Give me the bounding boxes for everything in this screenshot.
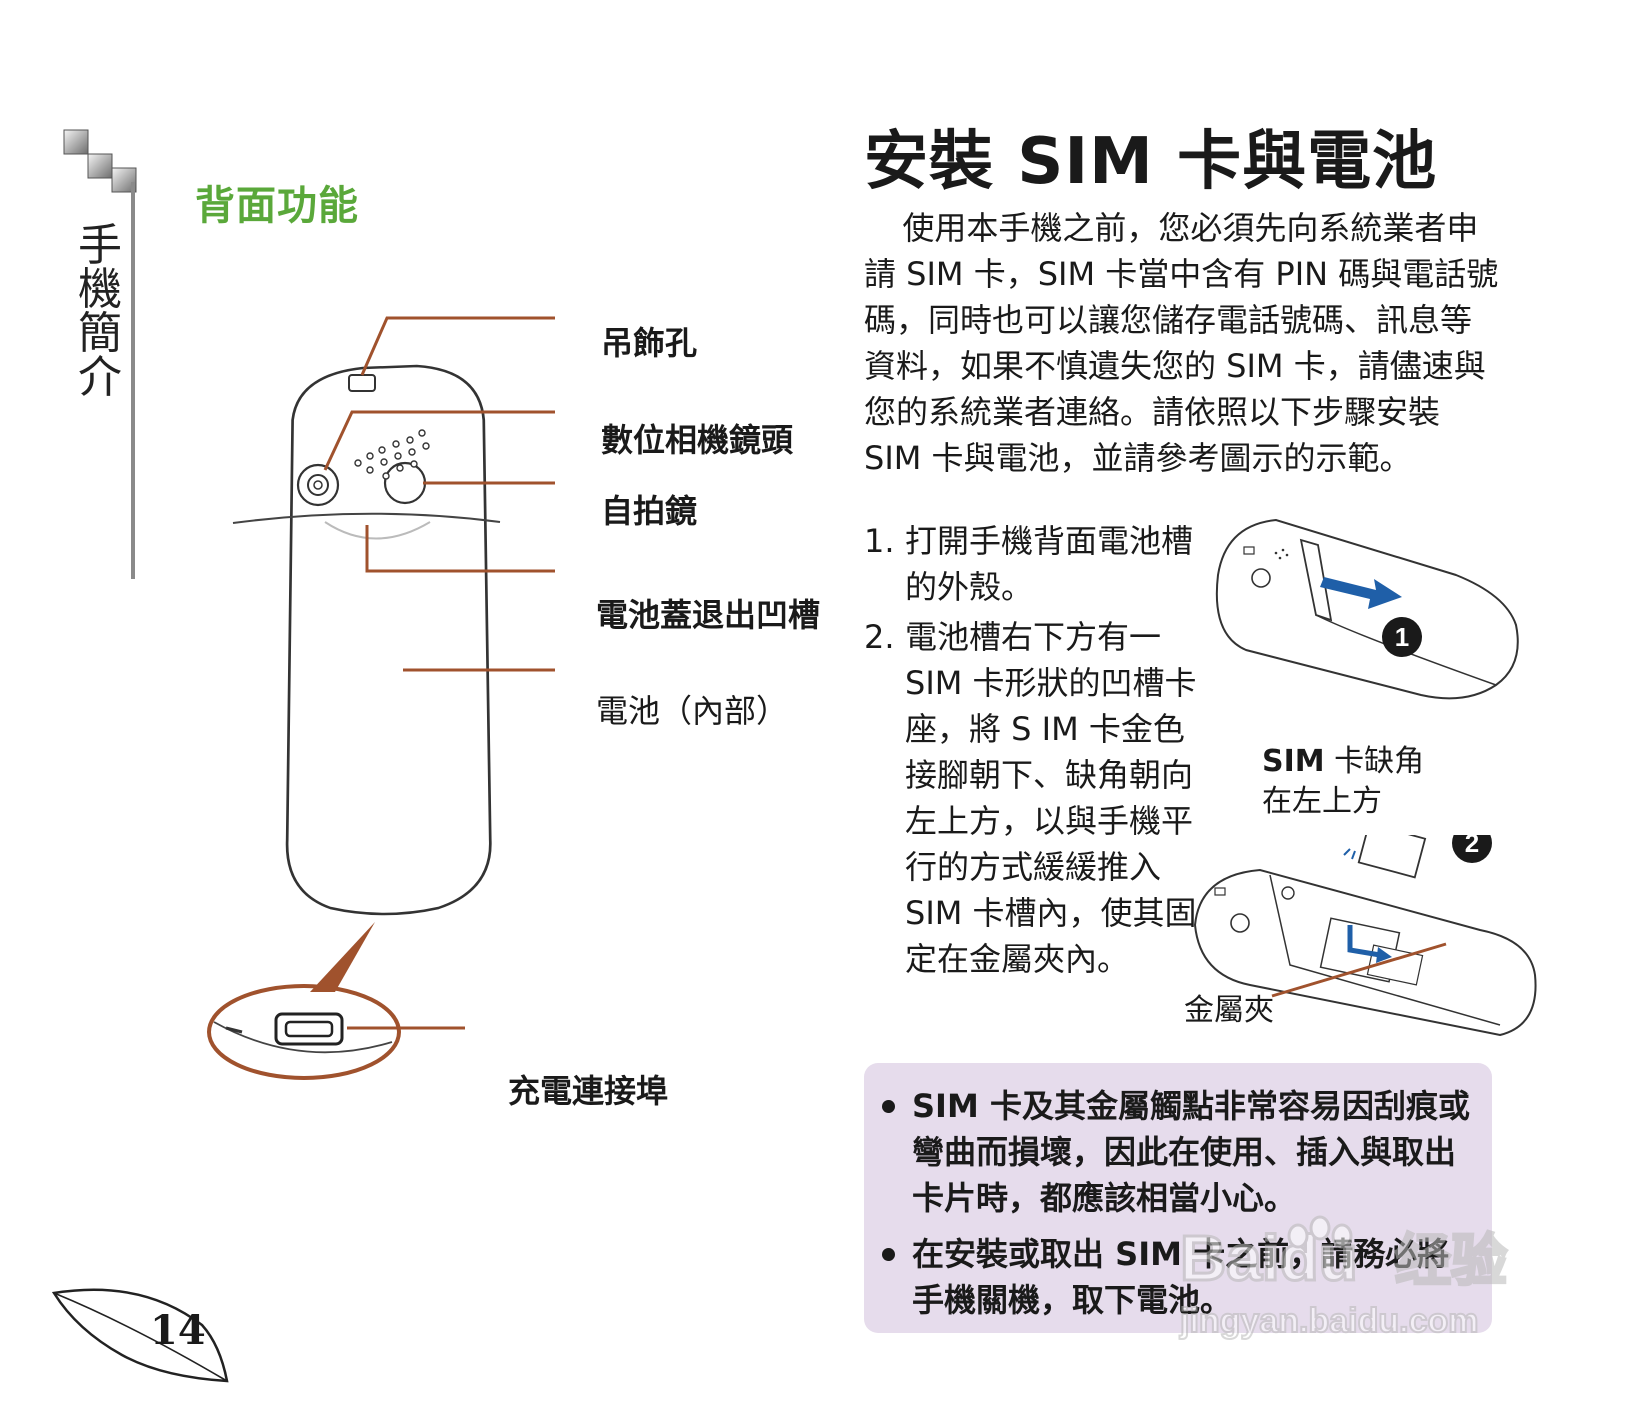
label-camera-lens: 數位相機鏡頭 — [601, 421, 794, 459]
margin-rule — [131, 182, 135, 579]
note-text: SIM 卡及其金屬觸點非常容易因刮痕或彎曲而損壞，因此在使用、插入與取出卡片時，… — [912, 1087, 1470, 1217]
label-selfie-mirror: 自拍鏡 — [601, 492, 698, 530]
sim-note-line2: 在左上方 — [1262, 784, 1382, 819]
sim-note-bold: SIM — [1262, 744, 1325, 779]
label-cover-notch: 電池蓋退出凹槽 — [596, 596, 821, 634]
badge-2: 2 — [1465, 835, 1479, 858]
sim-note-rest: 卡缺角 — [1324, 744, 1425, 779]
baidu-watermark-logo: Baidu 经验 jingyan.baidu.com — [1178, 1215, 1509, 1341]
chapter-squares-icon — [63, 129, 137, 193]
note-text: 在安裝或取出 SIM 卡之前，請務必將手機關機，取下電池。 — [912, 1235, 1450, 1319]
insert-sim-figure: 2 — [1193, 835, 1537, 1037]
caution-note-box: SIM 卡及其金屬觸點非常容易因刮痕或彎曲而損壞，因此在使用、插入與取出卡片時，… — [864, 1063, 1492, 1333]
open-cover-figure: 1 — [1215, 518, 1519, 700]
label-strap-hole: 吊飾孔 — [601, 324, 698, 362]
list-item: SIM 卡及其金屬觸點非常容易因刮痕或彎曲而損壞，因此在使用、插入與取出卡片時，… — [882, 1083, 1472, 1221]
list-item: 在安裝或取出 SIM 卡之前，請務必將手機關機，取下電池。 — [882, 1231, 1472, 1323]
list-item: 2. 電池槽右下方有一 SIM 卡形狀的凹槽卡座，將 S IM 卡金色接腳朝下、… — [864, 614, 1209, 982]
chapter-title-text: 手機簡介 — [78, 220, 122, 403]
bullet-icon — [882, 1248, 895, 1261]
bullet-icon — [882, 1100, 895, 1113]
list-item: 1. 打開手機背面電池槽的外殼。 — [864, 518, 1209, 610]
badge-1: 1 — [1395, 622, 1409, 652]
watermark-url: jingyan.baidu.com — [1179, 1302, 1478, 1340]
clip-leader-line — [1271, 942, 1447, 998]
sim-notch-note: SIM 卡缺角 在左上方 — [1262, 742, 1424, 822]
page-number: 14 — [150, 1307, 206, 1354]
step-text: 打開手機背面電池槽的外殼。 — [905, 522, 1194, 606]
intro-text: 使用本手機之前，您必須先向系統業者申請 SIM 卡，SIM 卡當中含有 PIN … — [864, 209, 1499, 477]
section-title: 背面功能 — [195, 183, 359, 229]
intro-paragraph: 使用本手機之前，您必須先向系統業者申請 SIM 卡，SIM 卡當中含有 PIN … — [864, 205, 1500, 481]
step-text: 電池槽右下方有一 SIM 卡形狀的凹槽卡座，將 S IM 卡金色接腳朝下、缺角朝… — [905, 618, 1197, 978]
chapter-title: 手機簡介 — [76, 224, 124, 400]
watermark-brand-cn: 经验 — [1395, 1229, 1507, 1292]
step-number: 1. — [864, 522, 895, 560]
install-steps: 1. 打開手機背面電池槽的外殼。 2. 電池槽右下方有一 SIM 卡形狀的凹槽卡… — [864, 518, 1209, 986]
watermark-brand: Baidu — [1180, 1222, 1358, 1294]
label-charge-port: 充電連接埠 — [508, 1072, 669, 1110]
page-leaf-icon — [52, 1288, 229, 1383]
label-battery: 電池（內部） — [596, 692, 789, 730]
step-number: 2. — [864, 618, 895, 656]
label-metal-clip: 金屬夾 — [1184, 993, 1274, 1028]
page-title: 安裝 SIM 卡與電池 — [864, 125, 1438, 199]
phone-back-figure — [207, 316, 555, 1080]
